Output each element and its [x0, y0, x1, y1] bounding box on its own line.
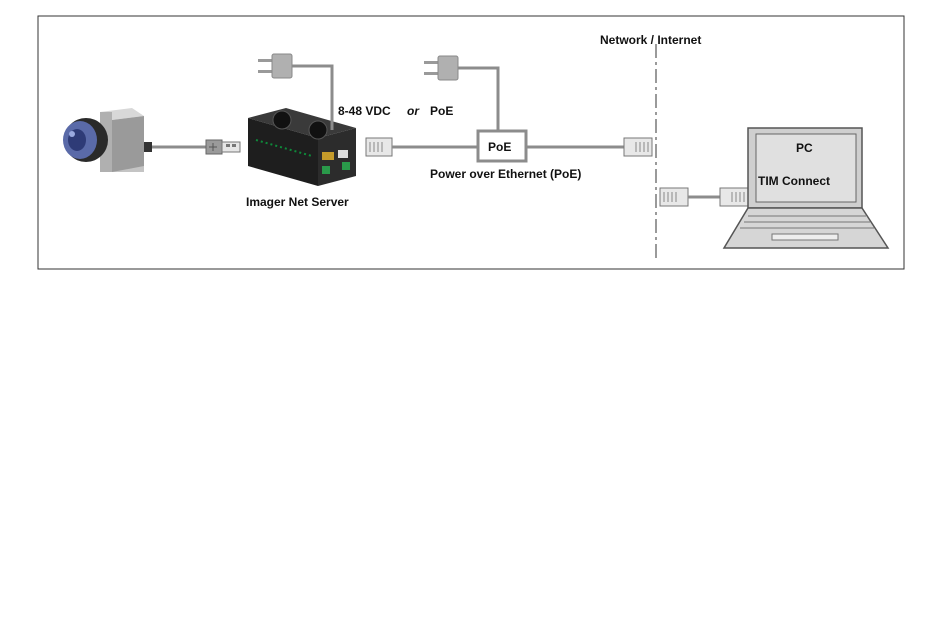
rj45-connector-icon [366, 138, 392, 156]
network-label: Network / Internet [600, 33, 701, 47]
power-poe-label: PoE [430, 104, 453, 118]
pc-title: PC [796, 141, 813, 155]
power-supply-label: 8-48 VDC [338, 104, 391, 118]
rj45-connector-icon [624, 138, 652, 156]
usb-plug-icon [206, 140, 240, 154]
rj45-connector-icon [660, 188, 688, 206]
server-caption: Imager Net Server [246, 195, 349, 209]
pc-software-label: TIM Connect [758, 174, 830, 188]
poe-caption: Power over Ethernet (PoE) [430, 167, 581, 181]
poe-box-label: PoE [488, 140, 511, 154]
rj45-connector-icon [720, 188, 748, 206]
power-or-label: or [407, 104, 420, 118]
